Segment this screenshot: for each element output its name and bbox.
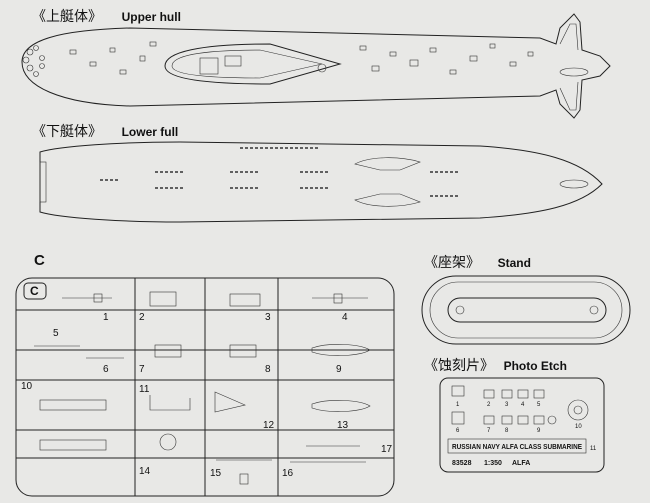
part-number-12: 12 (263, 420, 275, 431)
part-number-10: 10 (21, 381, 33, 392)
part-number-13: 13 (337, 420, 349, 431)
pe-part-number-4: 4 (521, 402, 525, 408)
sprue-letter: C (34, 252, 45, 269)
part-number-17: 17 (381, 444, 393, 455)
photo-etch-part-numbers: 1 2 3 4 5 6 7 8 9 10 11 (456, 402, 597, 452)
photo-etch-code: 83528 (452, 460, 472, 467)
stand-title-en: Stand (497, 256, 531, 270)
stand-title-cn: 《座架》 (424, 255, 480, 271)
upper-hull-drawing (21, 13, 611, 119)
lower-hull-drawing (39, 141, 603, 223)
sprue-tag-letter: C (30, 284, 39, 298)
pe-part-number-9: 9 (537, 428, 541, 434)
lower-hull-title-en: Lower full (121, 125, 179, 139)
part-number-9: 9 (336, 364, 342, 375)
stand-title: 《座架》 Stand (424, 252, 531, 272)
sprue-part-numbers: 1 2 3 4 5 6 7 8 9 10 11 12 13 14 15 16 1… (21, 312, 393, 479)
part-number-1: 1 (103, 312, 109, 323)
pe-part-number-8: 8 (505, 428, 509, 434)
photo-etch-scale: 1:350 (484, 460, 502, 467)
part-number-3: 3 (265, 312, 271, 323)
part-number-14: 14 (139, 466, 151, 477)
upper-hull-title-cn: 《上艇体》 (32, 9, 102, 25)
photo-etch-model: ALFA (512, 460, 530, 467)
part-number-16: 16 (282, 468, 294, 479)
part-number-8: 8 (265, 364, 271, 375)
pe-part-number-10: 10 (575, 424, 582, 430)
pe-part-number-5: 5 (537, 402, 541, 408)
part-number-7: 7 (139, 364, 145, 375)
upper-hull-title-en: Upper hull (121, 10, 181, 24)
pe-part-number-3: 3 (505, 402, 509, 408)
part-number-2: 2 (139, 312, 145, 323)
lower-hull-title: 《下艇体》 Lower full (32, 121, 178, 141)
photo-etch-plate-text: RUSSIAN NAVY ALFA CLASS SUBMARINE (452, 444, 582, 451)
pe-part-number-6: 6 (456, 428, 460, 434)
upper-hull-title: 《上艇体》 Upper hull (32, 6, 181, 26)
photo-etch-title-cn: 《蚀刻片》 (424, 358, 494, 374)
part-number-15: 15 (210, 468, 222, 479)
pe-part-number-11: 11 (590, 446, 597, 452)
pe-part-number-7: 7 (487, 428, 491, 434)
part-number-4: 4 (342, 312, 348, 323)
part-number-5: 5 (53, 328, 59, 339)
photo-etch-title-en: Photo Etch (503, 359, 567, 373)
sprue-c (15, 277, 395, 497)
part-number-6: 6 (103, 364, 109, 375)
pe-part-number-1: 1 (456, 402, 460, 408)
pe-part-number-2: 2 (487, 402, 491, 408)
photo-etch-drawing (439, 377, 605, 473)
lower-hull-title-cn: 《下艇体》 (32, 124, 102, 140)
stand-drawing (421, 275, 631, 345)
photo-etch-title: 《蚀刻片》 Photo Etch (424, 355, 567, 375)
part-number-11: 11 (139, 384, 150, 395)
